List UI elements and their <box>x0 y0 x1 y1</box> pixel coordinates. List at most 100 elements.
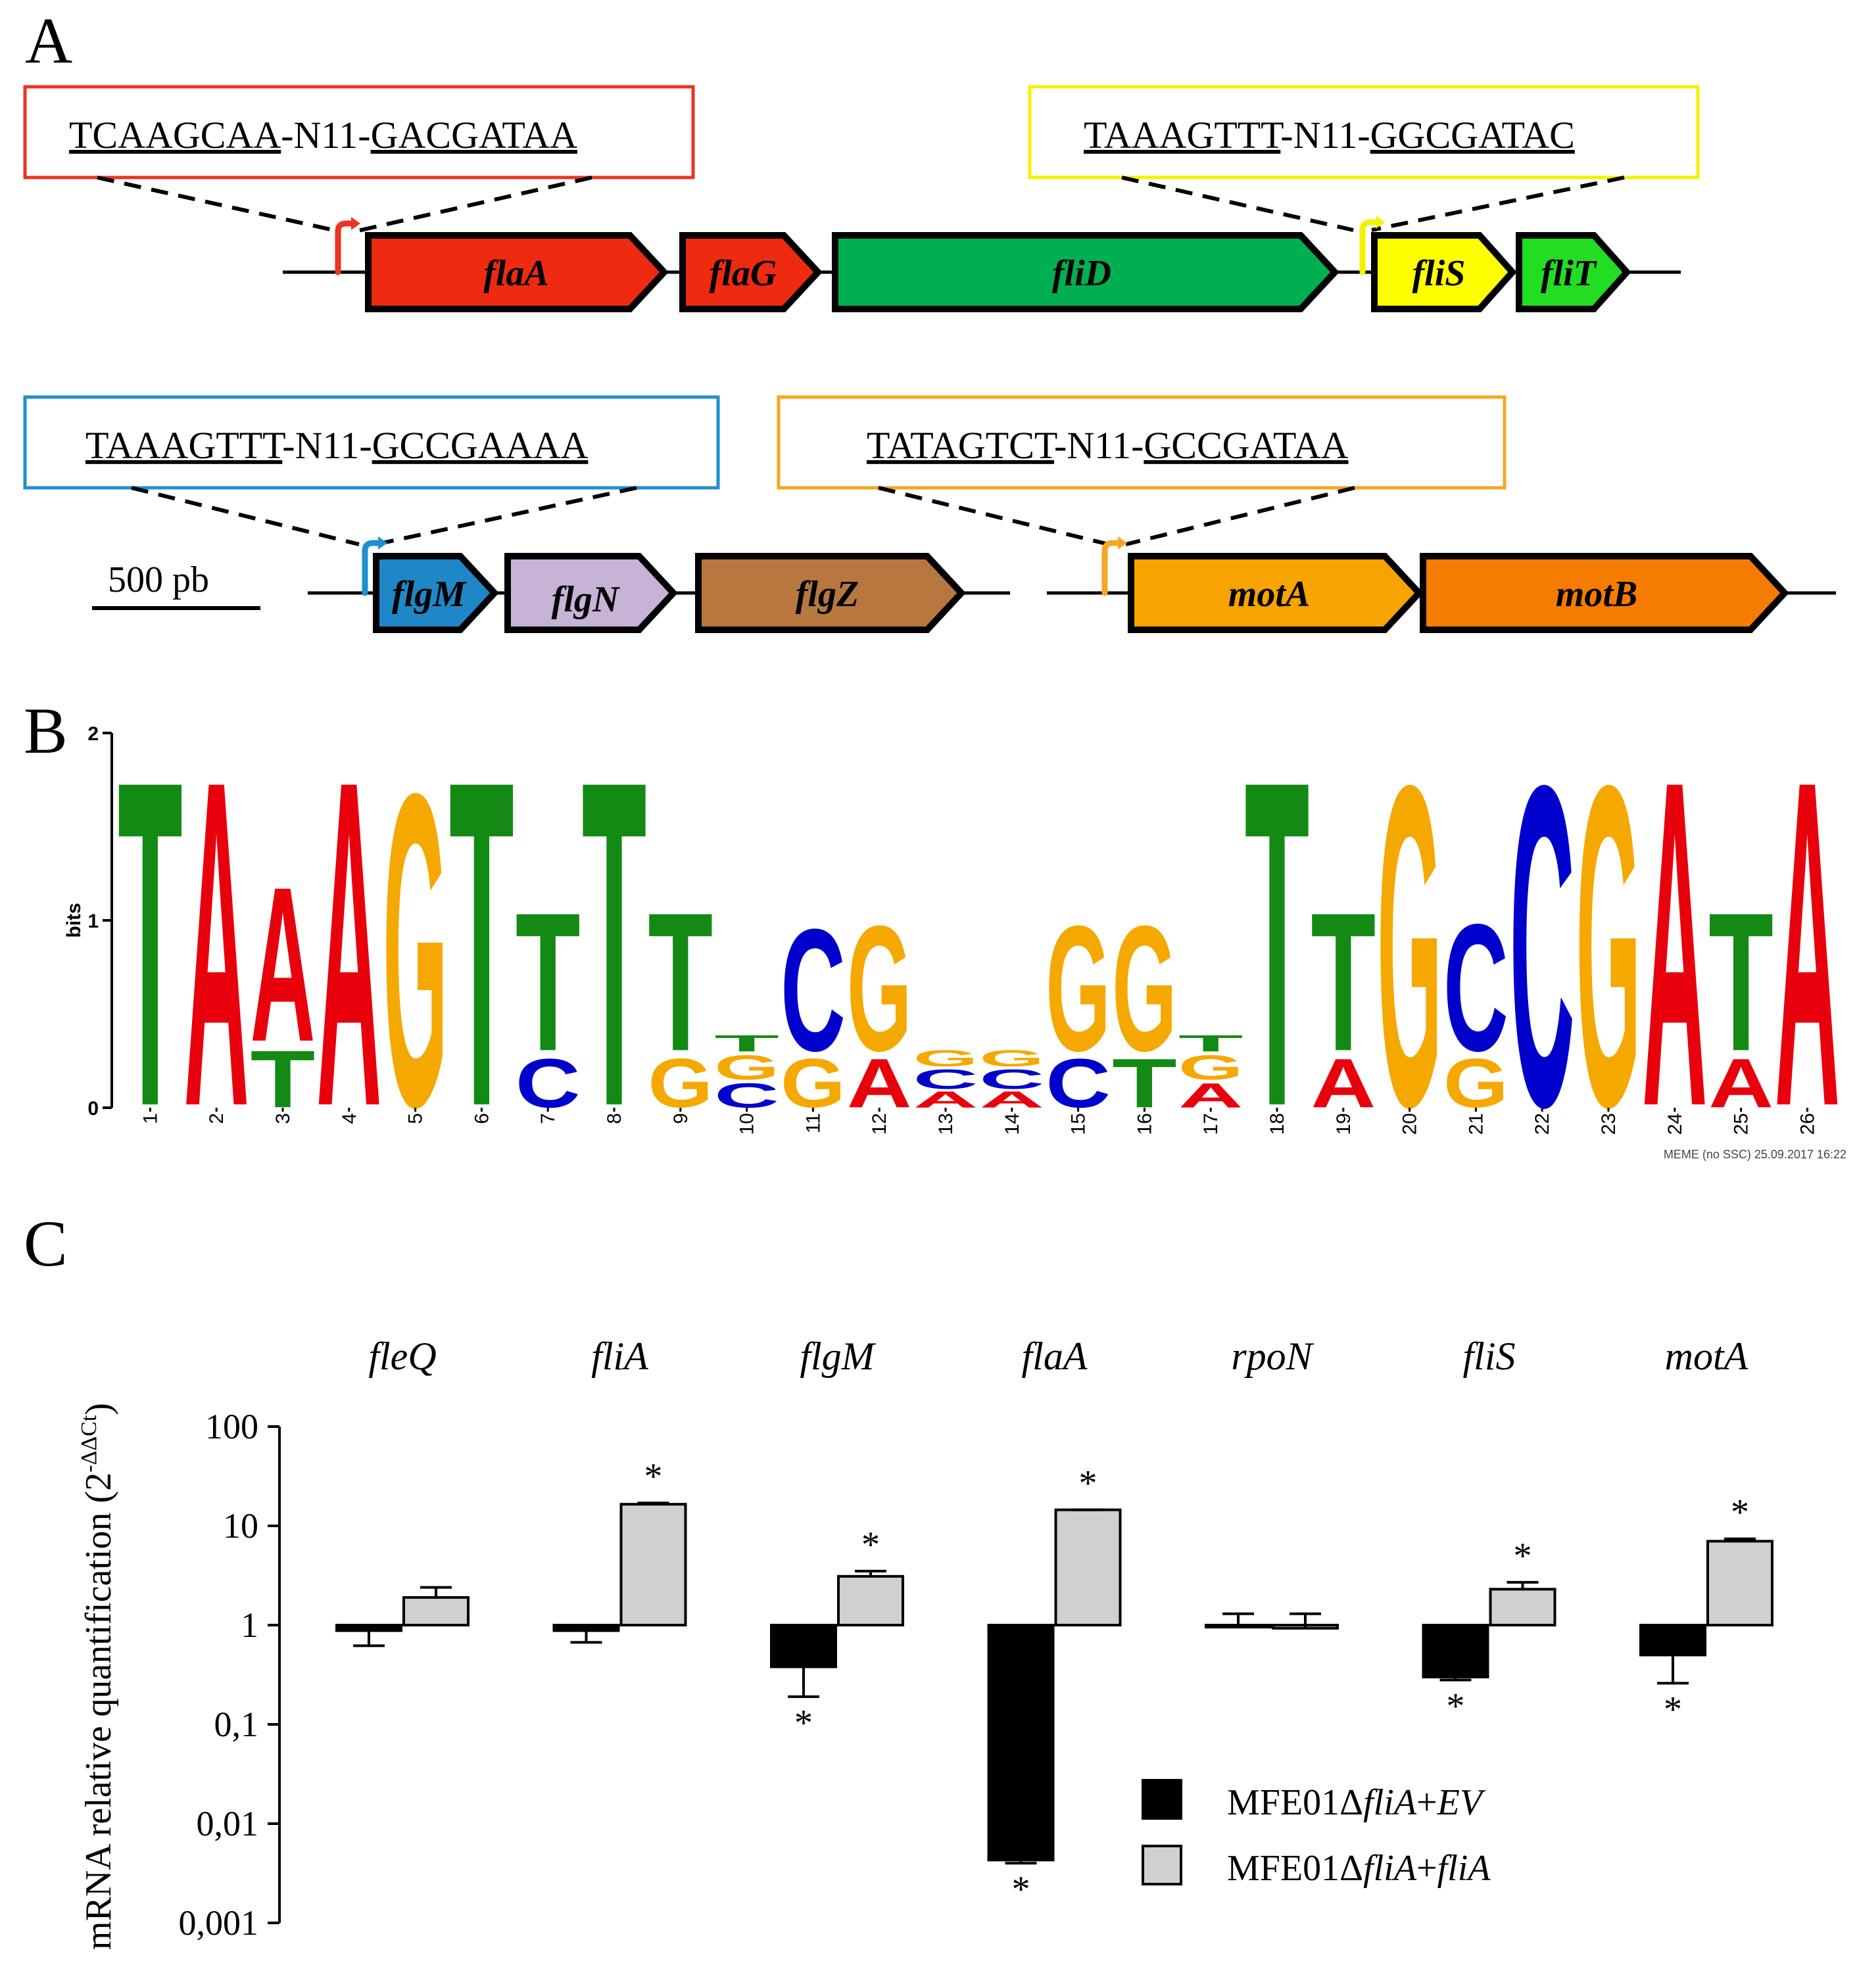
logo-y-ticks <box>103 732 112 1109</box>
gene-arrows <box>365 232 1789 633</box>
logo-letter-t: T <box>1311 872 1376 1093</box>
logo-letter-a: A <box>1775 684 1840 1203</box>
logo-position-label: 21 <box>1465 1113 1487 1135</box>
bar-ev <box>1422 1624 1489 1678</box>
significance-star: * <box>861 1525 880 1565</box>
box-right-motif: GGCGATAC <box>1370 114 1575 156</box>
panel-a-gene-map: TCAAGCAA-N11-GACGATAA TAAAGTTT-N11-GGCGA… <box>23 85 1836 633</box>
chart-legend: MFE01ΔfliA+EV MFE01ΔfliA+fliA <box>1142 1779 1491 1889</box>
n11-spacer: -N11- <box>282 424 372 467</box>
logo-position-label: 4 <box>339 1113 360 1124</box>
promoter-arrow-flgM <box>362 540 381 596</box>
logo-position-label: 11 <box>802 1113 824 1133</box>
logo-letter-a: A <box>316 684 381 1203</box>
logo-ytick-2: 2 <box>87 723 99 745</box>
gene-labels: flaA flaG fliD fliS fliT flgM flgN flgZ … <box>392 253 1637 620</box>
category-label: rpoN <box>1231 1335 1314 1378</box>
logo-position-label: 13 <box>935 1113 957 1135</box>
logo-letter-a: A <box>251 841 316 1088</box>
gene-label-fliT: fliT <box>1541 253 1598 294</box>
gene-arrow-flaG <box>679 232 823 312</box>
gene-label-motB: motB <box>1556 574 1637 615</box>
gene-arrow-motB <box>1420 553 1789 633</box>
logo-letter-a: A <box>184 684 249 1203</box>
logo-letter-g: G <box>1178 1048 1243 1087</box>
bar-flia <box>1489 1588 1556 1627</box>
n11-spacer: -N11- <box>1054 424 1144 467</box>
y-tick-label: 1 <box>241 1605 258 1645</box>
promoter-arrow-motA <box>1101 540 1121 596</box>
significance-star: * <box>644 1456 663 1497</box>
logo-letter-g: G <box>1112 888 1177 1088</box>
significance-star: * <box>1447 1686 1465 1726</box>
logo-letter-g: G <box>1576 691 1641 1202</box>
n11-spacer: -N11- <box>281 114 370 156</box>
promoter-box-motA <box>777 395 1507 490</box>
significance-star: * <box>794 1703 813 1743</box>
logo-position-label: 10 <box>736 1113 758 1135</box>
gene-label-flaG: flaG <box>710 253 777 294</box>
promoter-box-flaA <box>23 85 695 179</box>
legend-swatch-flia <box>1142 1845 1182 1885</box>
logo-position-label: 9 <box>670 1113 692 1124</box>
logo-position-label: 25 <box>1731 1113 1752 1135</box>
box-left-motif: TAAAGTTT <box>1084 114 1284 156</box>
gene-arrow-fliT <box>1516 232 1631 312</box>
gene-label-fliS: fliS <box>1412 253 1466 294</box>
logo-letter-g: G <box>913 1045 978 1071</box>
promoter-seq-flgM: TAAAGTTT-N11-GCCGAAAA <box>85 424 588 467</box>
bar-ev <box>1639 1624 1706 1657</box>
logo-position-label: 5 <box>405 1113 427 1124</box>
gene-label-flgN: flgN <box>552 579 621 620</box>
logo-position-label: 2 <box>206 1113 228 1124</box>
gene-arrow-flgZ <box>695 553 966 633</box>
promoter-arrows <box>335 219 1379 596</box>
logo-position-label: 8 <box>604 1113 625 1124</box>
promoter-seq-motA: TATAGTCT-N11-GCCGATAA <box>867 424 1349 467</box>
logo-position-label: 26 <box>1797 1113 1818 1135</box>
promoter-arrow-fliS <box>1359 219 1379 275</box>
promoter-arrow-heads <box>351 216 1385 550</box>
logo-letter-c: C <box>781 893 846 1088</box>
box-left-motif: TATAGTCT <box>867 424 1057 467</box>
panel-label-a: A <box>25 4 72 77</box>
logo-letter-g: G <box>714 1048 779 1087</box>
logo-position-label: 15 <box>1068 1113 1090 1135</box>
bar-ev <box>335 1624 402 1632</box>
category-label: flgM <box>800 1335 876 1378</box>
significance-star: * <box>1012 1869 1030 1910</box>
bar-ev <box>1205 1624 1272 1628</box>
logo-position-label: 20 <box>1399 1113 1421 1135</box>
panel-label-c: C <box>24 1207 68 1280</box>
logo-position-label: 7 <box>537 1113 559 1124</box>
significance-star: * <box>1664 1689 1682 1730</box>
chart-bars: ********* <box>335 1456 1773 1910</box>
logo-ytick-0: 0 <box>87 1098 99 1120</box>
gene-label-fliD: fliD <box>1052 253 1111 294</box>
n11-spacer: -N11- <box>1280 114 1370 156</box>
logo-position-label: 6 <box>471 1113 493 1124</box>
promoter-arrow-flaA <box>335 220 354 275</box>
logo-ytick-1: 1 <box>87 911 99 932</box>
logo-letter-t: T <box>648 872 713 1093</box>
scale-label: 500 pb <box>108 559 209 600</box>
promoter-seq-fliS: TAAAGTTT-N11-GGCGATAC <box>1084 114 1575 156</box>
gene-arrow-fliD <box>832 232 1339 312</box>
logo-letter-t: T <box>714 1030 779 1056</box>
logo-letter-g: G <box>847 888 912 1088</box>
y-tick-label: 10 <box>223 1506 258 1546</box>
box-left-motif: TCAAGCAA <box>69 114 281 156</box>
logo-position-label: 24 <box>1664 1113 1686 1135</box>
logo-position-label: 3 <box>272 1113 294 1124</box>
category-label: fliA <box>591 1335 648 1378</box>
logo-letter-g: G <box>1377 691 1442 1202</box>
promoter-box-flgM <box>23 395 720 490</box>
bar-flia <box>837 1574 904 1627</box>
logo-letter-t: T <box>118 684 183 1203</box>
logo-position-label: 19 <box>1333 1113 1355 1135</box>
bar-flia <box>619 1503 687 1626</box>
logo-letter-t: T <box>582 684 647 1203</box>
